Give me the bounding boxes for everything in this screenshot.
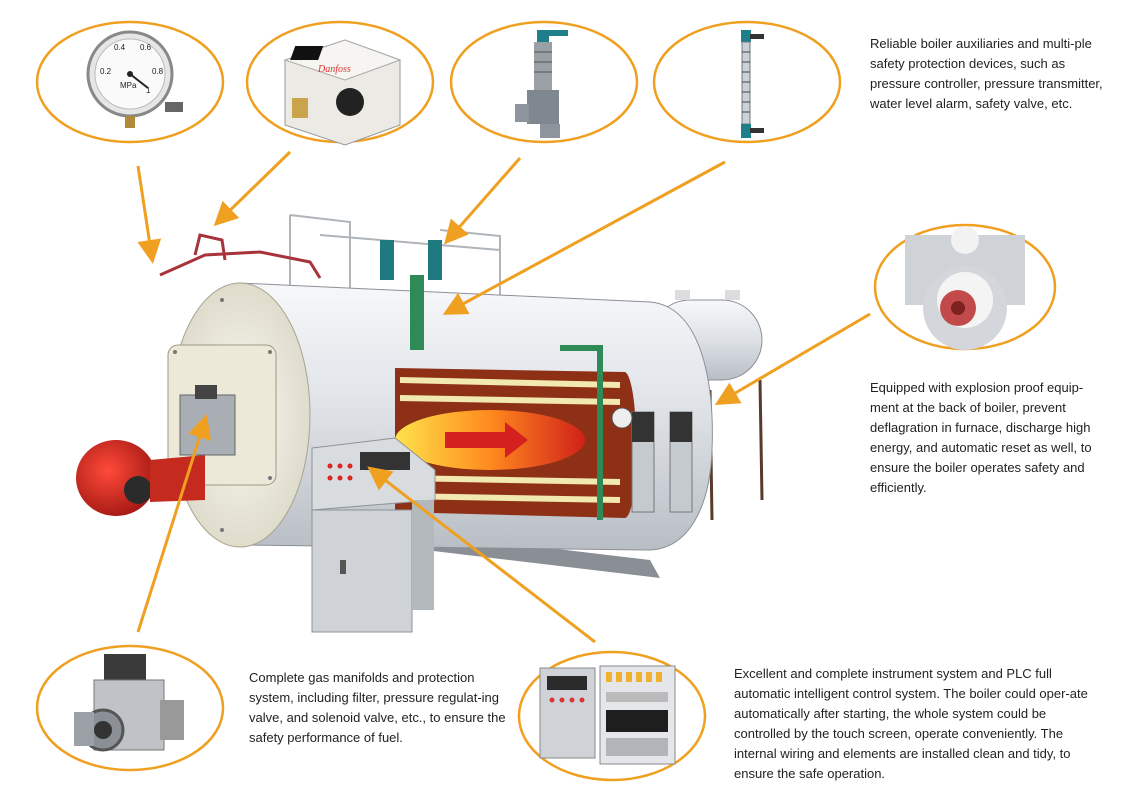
pointer-pressure-controller: [213, 150, 292, 227]
callout-gas-manifold: [35, 644, 225, 772]
pointer-pressure-gauge: [136, 165, 162, 264]
control-cabinet-icon: [539, 665, 676, 765]
gauge-tick-label: 1: [146, 86, 151, 95]
pointer-gas-manifold: [136, 414, 212, 633]
callout-control-cabinet: [517, 650, 707, 782]
furnace-cutaway: [395, 368, 637, 518]
gauge-tick-label: 0.8: [152, 67, 164, 76]
red-pipe: [159, 233, 322, 279]
gauge-tick-label: 0.4: [114, 43, 126, 52]
pointer-safety-valve: [444, 157, 522, 245]
pressure-gauge-icon: [86, 30, 183, 128]
green-piping: [380, 240, 603, 520]
pointer-water-level: [442, 160, 726, 315]
safety-valve-icon: [515, 30, 568, 138]
gauge-tick-label: 0.2: [100, 67, 112, 76]
caption-explosion-proof: Equipped with explosion proof equip-ment…: [870, 380, 1092, 495]
water-level-gauge-icon: [741, 30, 764, 138]
callout-safety-valve: [449, 20, 639, 144]
callout-pressure-controller: Danfoss: [245, 20, 435, 146]
callout-pointers: [136, 150, 871, 644]
gauge-tick-label: 0.6: [140, 43, 152, 52]
caption-gas-manifold: Complete gas manifolds and protection sy…: [249, 670, 506, 745]
callout-explosion-proof: [873, 223, 1057, 351]
caption-control-system: Excellent and complete instrument system…: [734, 666, 1088, 781]
gas-valve-icon: [74, 654, 184, 752]
callout-water-level-gauge: [652, 20, 842, 144]
callout-pressure-gauge: 0.4 0.6 0.2 0.8 1 MPa: [35, 20, 225, 144]
feed-pumps: [611, 407, 693, 513]
pointer-explosion-proof: [714, 312, 871, 406]
pressure-controller-icon: Danfoss: [283, 39, 402, 146]
svg-text:Danfoss: Danfoss: [317, 64, 351, 75]
boiler-illustration: [76, 214, 764, 633]
pointer-control-cabinet: [367, 466, 596, 644]
caption-safety-devices: Reliable boiler auxiliaries and multi-pl…: [870, 36, 1103, 111]
control-panel: [311, 437, 436, 633]
explosion-door-icon: [905, 226, 1025, 350]
gauge-tick-label: MPa: [120, 81, 137, 90]
